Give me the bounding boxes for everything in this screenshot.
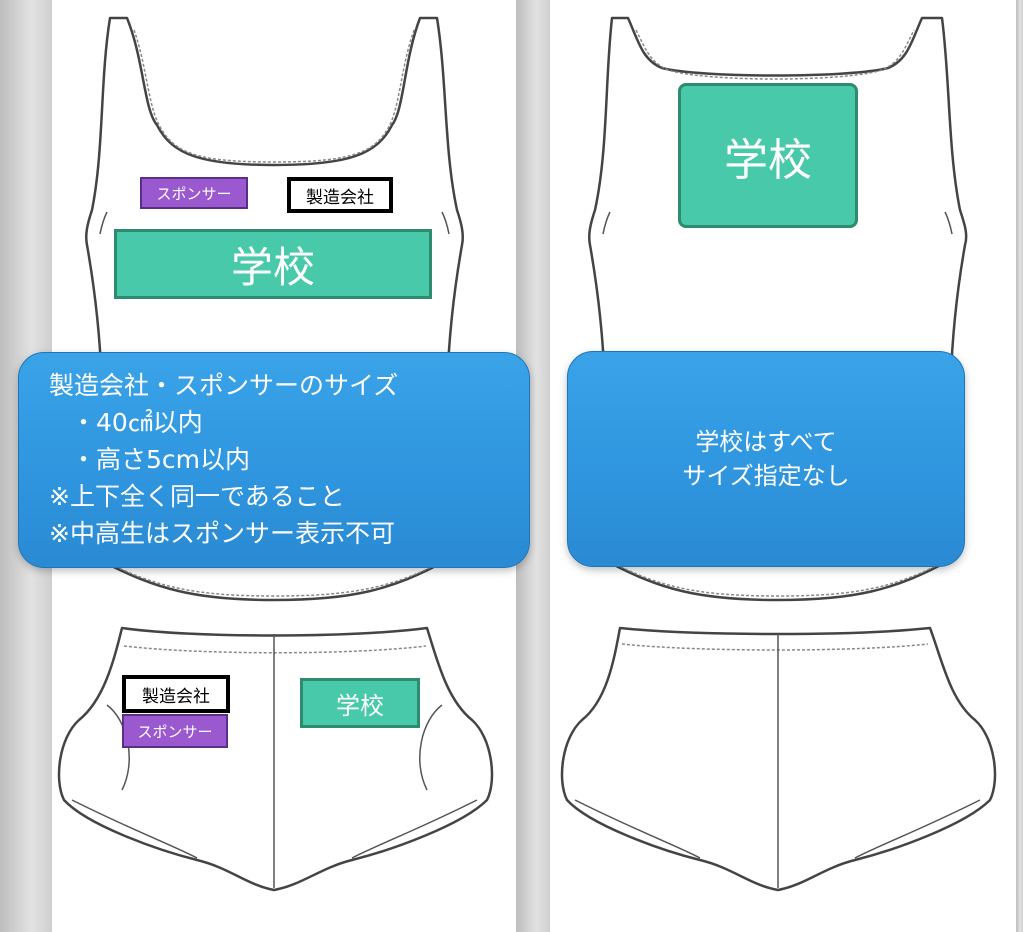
front-size-rules-callout: 製造会社・スポンサーのサイズ ・40㎠以内 ・高さ5cm以内 ※上下全く同一であ… [18, 352, 530, 568]
back-top-school-label: 学校 [678, 83, 858, 228]
front-callout-line-4: ※上下全く同一であること [49, 482, 345, 511]
back-callout-line-2: サイズ指定なし [682, 462, 850, 490]
front-callout-line-1: 製造会社・スポンサーのサイズ [49, 371, 399, 400]
front-callout-line-5: ※中高生はスポンサー表示不可 [49, 519, 395, 548]
front-shorts-sponsor-label: スポンサー [122, 714, 228, 748]
back-callout-line-1: 学校はすべて [695, 428, 837, 456]
front-shorts-school-label: 学校 [300, 678, 420, 728]
front-top-school-label: 学校 [114, 229, 432, 299]
front-callout-line-3: ・高さ5cm以内 [71, 445, 251, 474]
front-top-sponsor-label: スポンサー [140, 177, 248, 209]
right-gutter [1016, 0, 1023, 932]
front-shorts-maker-label: 製造会社 [122, 675, 230, 713]
back-size-note-callout: 学校はすべて サイズ指定なし [567, 351, 965, 567]
front-shorts-outline [57, 626, 494, 892]
front-callout-line-2: ・40㎠以内 [71, 408, 203, 437]
front-top-maker-label: 製造会社 [287, 177, 393, 213]
